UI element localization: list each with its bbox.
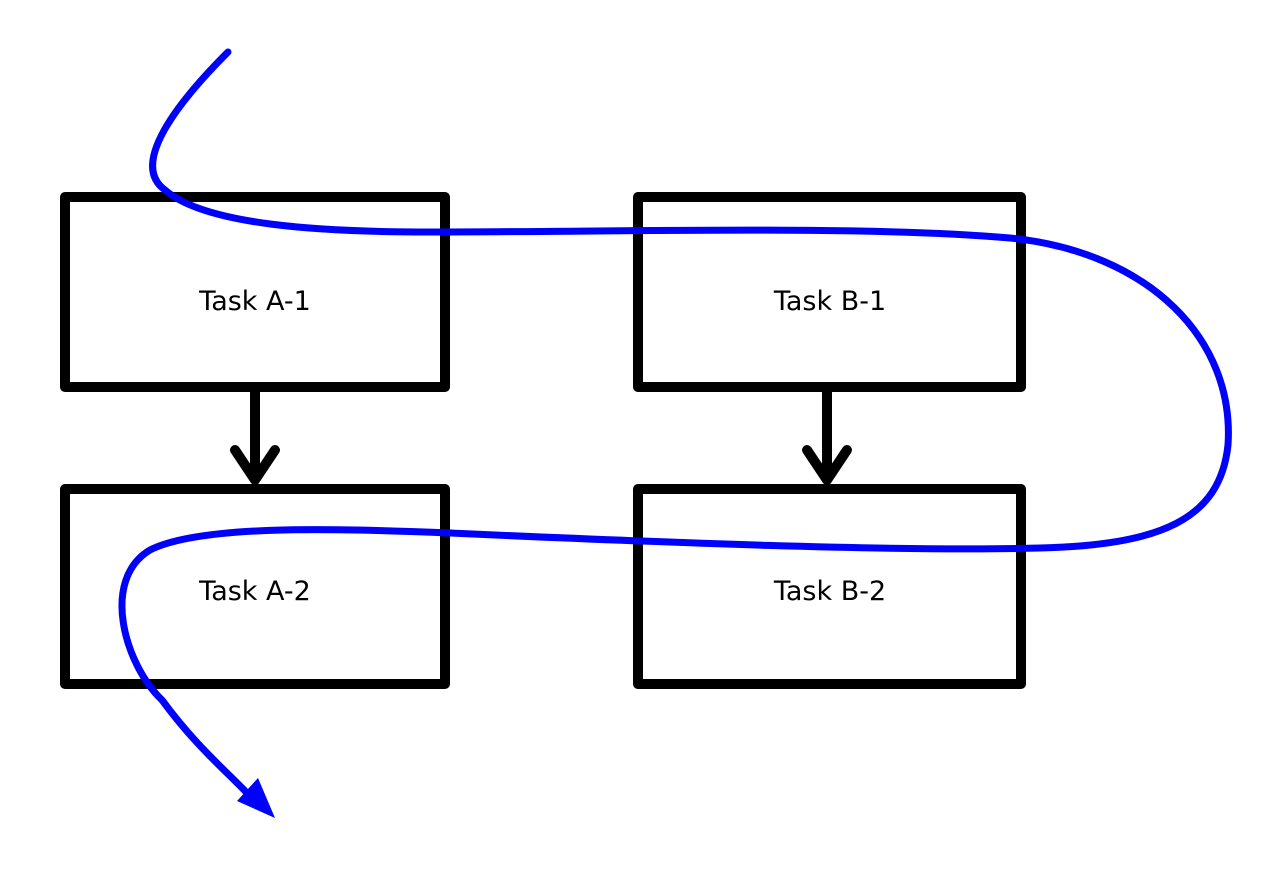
task-box-b2 bbox=[633, 484, 1026, 689]
arrowhead-icon bbox=[230, 445, 280, 485]
task-node-a2: Task A-2 bbox=[60, 484, 450, 689]
task-box-a2 bbox=[60, 484, 450, 689]
flow-curve bbox=[118, 48, 1232, 796]
task-node-b1: Task B-1 bbox=[633, 192, 1026, 392]
flow-arrowhead-icon bbox=[237, 778, 275, 818]
task-label-b2: Task B-2 bbox=[773, 576, 886, 607]
task-node-a1: Task A-1 bbox=[60, 192, 450, 392]
execution-flow bbox=[118, 48, 1232, 818]
dependency-arrow-a bbox=[230, 392, 280, 485]
dependency-arrow-b bbox=[802, 392, 852, 485]
task-label-a2: Task A-2 bbox=[198, 576, 311, 607]
task-label-b1: Task B-1 bbox=[773, 286, 886, 317]
task-label-a1: Task A-1 bbox=[198, 286, 311, 317]
arrowhead-icon bbox=[802, 445, 852, 485]
task-node-b2: Task B-2 bbox=[633, 484, 1026, 689]
